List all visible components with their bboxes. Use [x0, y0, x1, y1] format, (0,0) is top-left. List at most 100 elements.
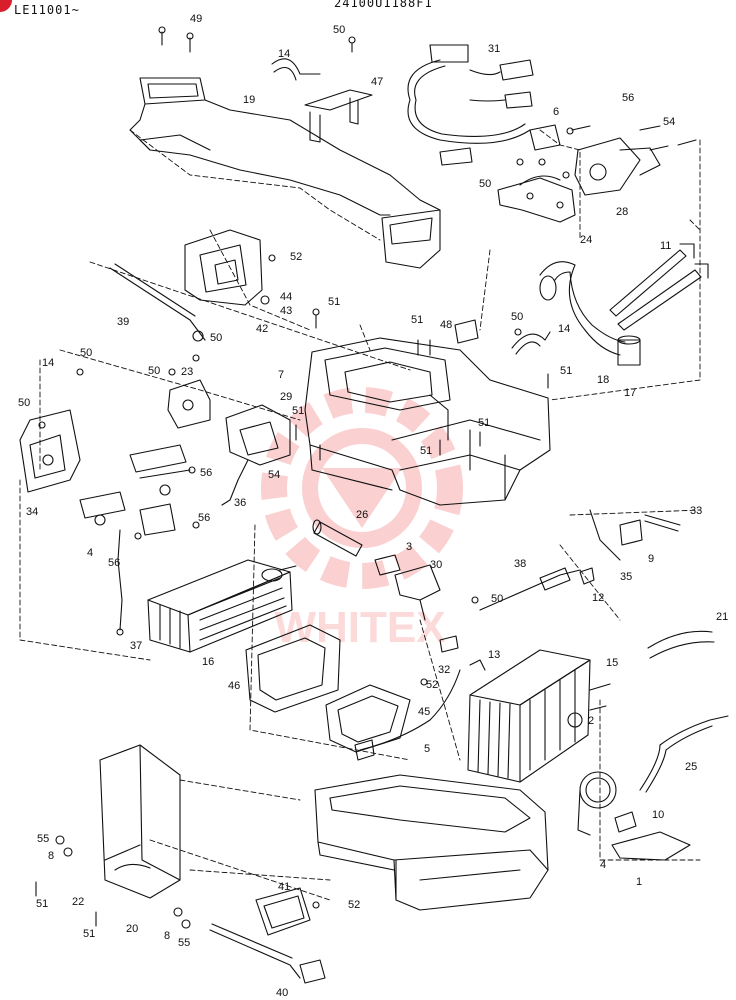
callout-14: 14 [558, 323, 570, 335]
part-46-frame [245, 624, 341, 713]
part-23-bracket [167, 379, 211, 429]
callout-10: 10 [652, 809, 664, 821]
callout-35: 35 [620, 571, 632, 583]
callout-51: 51 [36, 898, 48, 910]
part-40-lever [209, 923, 326, 984]
callout-4: 4 [600, 859, 606, 871]
part-31-wire-harness [407, 44, 534, 166]
callout-6: 6 [553, 106, 559, 118]
watermark-text: WHITEX [274, 603, 445, 652]
callout-55: 55 [178, 937, 190, 949]
callout-51: 51 [292, 405, 304, 417]
callout-51: 51 [83, 928, 95, 940]
part-20-lower-duct [99, 744, 181, 899]
callout-52: 52 [290, 251, 302, 263]
callout-33: 33 [690, 505, 702, 517]
part-10-clip [614, 811, 637, 833]
callout-37: 37 [130, 640, 142, 652]
callout-19: 19 [243, 94, 255, 106]
callout-1: 1 [636, 876, 642, 888]
callout-36: 36 [234, 497, 246, 509]
callout-49: 49 [190, 13, 202, 25]
callout-8: 8 [164, 930, 170, 942]
callout-54: 54 [663, 116, 675, 128]
callout-43: 43 [280, 305, 292, 317]
part-30-lever [394, 564, 441, 621]
part-17-fitting [617, 335, 641, 366]
part-48-sensor [454, 319, 479, 344]
part-2-expansion-valve [567, 712, 583, 728]
callout-55: 55 [37, 833, 49, 845]
part-35-rod [589, 509, 621, 561]
part-26-damper-shaft [312, 519, 363, 557]
upper-housing [304, 337, 551, 506]
callout-21: 21 [716, 611, 728, 623]
watermark: WHITEX [261, 387, 463, 652]
callout-11: 11 [660, 240, 671, 252]
part-19-air-duct [129, 77, 441, 269]
part-47-bracket [304, 89, 373, 143]
callout-50: 50 [148, 365, 160, 377]
part-13-sensor-lead [469, 659, 486, 671]
callout-56: 56 [622, 92, 634, 104]
part-15-evaporator [467, 649, 611, 783]
callout-32: 32 [438, 664, 450, 676]
watermark-gear-icon [261, 387, 463, 589]
callout-52: 52 [348, 899, 360, 911]
thermo-coil [577, 771, 617, 836]
callout-22: 22 [72, 896, 84, 908]
callout-20: 20 [126, 923, 138, 935]
callout-56: 56 [200, 467, 212, 479]
part-29-actuator [225, 404, 291, 466]
callout-25: 25 [685, 761, 697, 773]
part-56-screw-upper [566, 125, 591, 135]
part-18-drain-hose [539, 261, 626, 356]
callout-50: 50 [491, 593, 503, 605]
callout-50: 50 [511, 311, 523, 323]
part-6-relay [529, 124, 561, 151]
link-levers [79, 444, 191, 536]
callout-56: 56 [198, 512, 210, 524]
part-49-screws [158, 26, 194, 53]
part-45-cover [325, 684, 411, 753]
callout-51: 51 [478, 417, 490, 429]
callout-13: 13 [488, 649, 500, 661]
callout-9: 9 [648, 553, 654, 565]
part-36-rod [221, 459, 249, 506]
callout-23: 23 [181, 366, 193, 378]
callout-38: 38 [514, 558, 526, 570]
part-12-clip [579, 567, 595, 585]
callout-50: 50 [18, 397, 30, 409]
part-14-clip-upper [271, 58, 321, 81]
drawing-number-label: 24100U1188F1 [334, 0, 433, 10]
callout-26: 26 [356, 509, 368, 521]
part-38-rod [479, 567, 581, 611]
callout-14: 14 [278, 48, 290, 60]
callout-50: 50 [479, 178, 491, 190]
callout-34: 34 [26, 506, 38, 518]
callout-15: 15 [606, 657, 618, 669]
part-5-wire-lead [354, 669, 461, 761]
callout-31: 31 [488, 43, 500, 55]
callout-17: 17 [624, 387, 636, 399]
part-34-left-frame [19, 409, 81, 493]
part-50-screws [38, 36, 570, 604]
part-25-tube [639, 715, 729, 793]
callout-16: 16 [202, 656, 214, 668]
callout-18: 18 [597, 374, 609, 386]
part-37-rod [116, 529, 124, 636]
part-41-panel [255, 887, 311, 936]
part-16-heater-core [147, 559, 297, 653]
callout-51: 51 [328, 296, 340, 308]
callout-12: 12 [592, 592, 604, 604]
callout-39: 39 [117, 316, 129, 328]
part-11-cable-ties [609, 243, 709, 331]
callout-47: 47 [371, 76, 383, 88]
part-33-connector [644, 514, 681, 532]
callout-41: 41 [278, 881, 290, 893]
callout-48: 48 [440, 319, 452, 331]
part-55-8-nuts [55, 835, 191, 929]
